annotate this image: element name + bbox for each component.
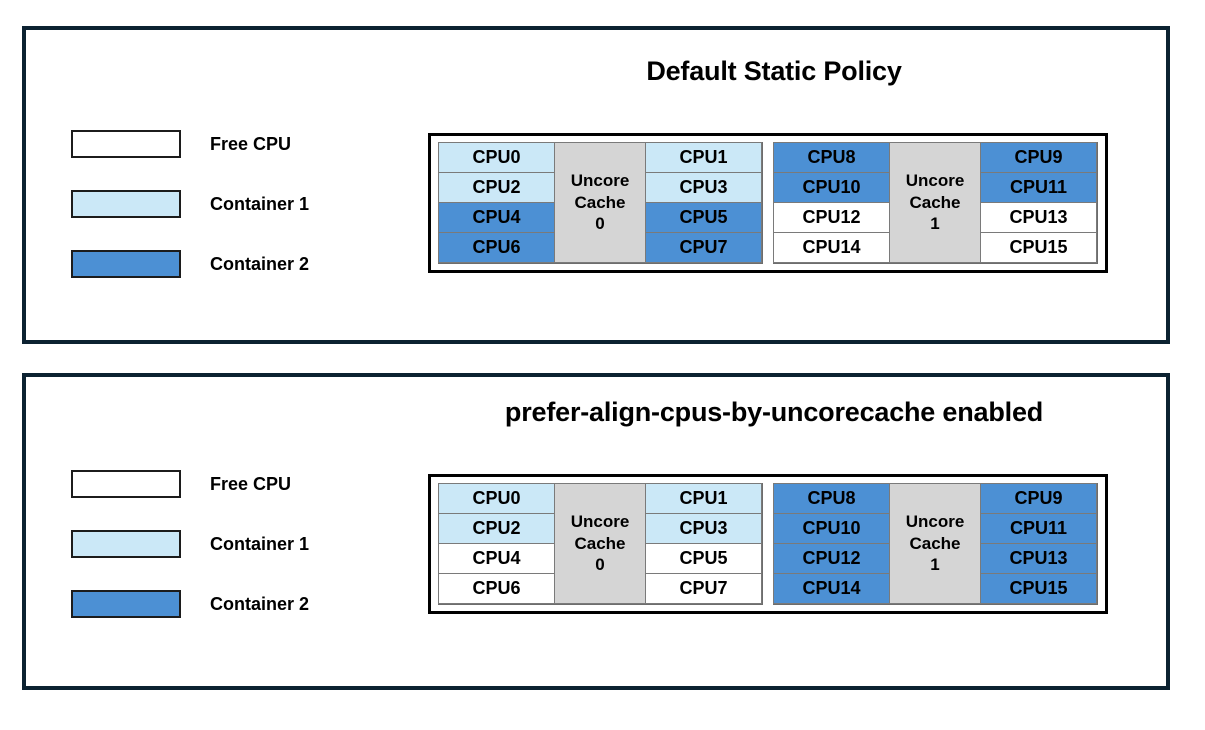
cpu-column-right-0: CPU1 CPU3 CPU5 CPU7: [645, 142, 762, 263]
cpu-cell: CPU12: [773, 543, 890, 574]
legend-item-container-2: Container 2: [71, 590, 391, 618]
cpu-cell: CPU6: [438, 232, 555, 263]
cpu-cell: CPU12: [773, 202, 890, 233]
cpu-cell: CPU1: [645, 142, 762, 173]
cpu-column-right-0: CPU1 CPU3 CPU5 CPU7: [645, 483, 762, 604]
cpu-topology-grid-top: CPU0 CPU2 CPU4 CPU6 Uncore Cache 0 CPU1 …: [428, 133, 1108, 273]
uncore-cache-group-1: CPU8 CPU10 CPU12 CPU14 Uncore Cache 1 CP…: [773, 483, 1098, 605]
cpu-cell: CPU9: [980, 483, 1097, 514]
legend-label-container-1: Container 1: [210, 193, 310, 214]
cpu-cell: CPU2: [438, 172, 555, 203]
cpu-cell: CPU2: [438, 513, 555, 544]
uncore-cache-line-2: Cache: [909, 192, 961, 212]
uncore-cache-index: 1: [930, 555, 940, 575]
cpu-cell: CPU4: [438, 543, 555, 574]
legend-item-container-2: Container 2: [71, 250, 391, 278]
legend-swatch-container-1: [71, 190, 181, 218]
cpu-cell: CPU15: [980, 232, 1097, 263]
cpu-cell: CPU5: [645, 543, 762, 574]
cpu-cell: CPU3: [645, 513, 762, 544]
legend-item-container-1: Container 1: [71, 190, 391, 218]
cpu-cell: CPU13: [980, 543, 1097, 574]
legend-label-free-cpu: Free CPU: [210, 473, 292, 494]
cpu-cell: CPU5: [645, 202, 762, 233]
cpu-cell: CPU7: [645, 573, 762, 604]
cpu-cell: CPU13: [980, 202, 1097, 233]
uncore-cache-line-2: Cache: [909, 533, 961, 553]
cpu-cell: CPU0: [438, 483, 555, 514]
uncore-cache-box-1: Uncore Cache 1: [889, 142, 981, 263]
legend-swatch-container-2: [71, 250, 181, 278]
cpu-cell: CPU4: [438, 202, 555, 233]
cpu-cell: CPU7: [645, 232, 762, 263]
legend-bottom: Free CPU Container 1 Container 2: [71, 470, 391, 650]
cpu-column-right-1: CPU9 CPU11 CPU13 CPU15: [980, 483, 1097, 604]
uncore-cache-box-0: Uncore Cache 0: [554, 483, 646, 604]
uncore-cache-line-1: Uncore: [570, 170, 630, 190]
uncore-cache-index: 1: [930, 214, 940, 234]
legend-swatch-container-1: [71, 530, 181, 558]
cpu-column-left-0: CPU0 CPU2 CPU4 CPU6: [438, 142, 555, 263]
legend-label-container-1: Container 1: [210, 533, 310, 554]
cpu-column-right-1: CPU9 CPU11 CPU13 CPU15: [980, 142, 1097, 263]
cpu-cell: CPU10: [773, 172, 890, 203]
legend-label-container-2: Container 2: [210, 253, 310, 274]
cpu-cell: CPU14: [773, 232, 890, 263]
cpu-cell: CPU10: [773, 513, 890, 544]
legend-swatch-free-cpu: [71, 130, 181, 158]
cpu-cell: CPU8: [773, 483, 890, 514]
uncore-cache-line-2: Cache: [574, 192, 626, 212]
legend-label-free-cpu: Free CPU: [210, 133, 292, 154]
cpu-topology-grid-bottom: CPU0 CPU2 CPU4 CPU6 Uncore Cache 0 CPU1 …: [428, 474, 1108, 614]
cpu-cell: CPU11: [980, 172, 1097, 203]
legend-label-container-2: Container 2: [210, 593, 310, 614]
uncore-cache-line-1: Uncore: [570, 511, 630, 531]
uncore-cache-line-1: Uncore: [905, 170, 965, 190]
legend-top: Free CPU Container 1 Container 2: [71, 130, 391, 310]
cpu-cell: CPU0: [438, 142, 555, 173]
legend-swatch-container-2: [71, 590, 181, 618]
uncore-cache-line-2: Cache: [574, 533, 626, 553]
legend-swatch-free-cpu: [71, 470, 181, 498]
uncore-cache-box-0: Uncore Cache 0: [554, 142, 646, 263]
uncore-cache-group-0: CPU0 CPU2 CPU4 CPU6 Uncore Cache 0 CPU1 …: [438, 483, 763, 605]
cpu-column-left-0: CPU0 CPU2 CPU4 CPU6: [438, 483, 555, 604]
cpu-cell: CPU9: [980, 142, 1097, 173]
cpu-column-left-1: CPU8 CPU10 CPU12 CPU14: [773, 483, 890, 604]
uncore-cache-group-0: CPU0 CPU2 CPU4 CPU6 Uncore Cache 0 CPU1 …: [438, 142, 763, 264]
cpu-cell: CPU15: [980, 573, 1097, 604]
legend-item-free-cpu: Free CPU: [71, 130, 391, 158]
cpu-cell: CPU1: [645, 483, 762, 514]
uncore-cache-index: 0: [595, 555, 605, 575]
cpu-cell: CPU8: [773, 142, 890, 173]
uncore-cache-group-1: CPU8 CPU10 CPU12 CPU14 Uncore Cache 1 CP…: [773, 142, 1098, 264]
page-title-bottom: prefer-align-cpus-by-uncorecache enabled: [504, 397, 1044, 427]
uncore-cache-box-1: Uncore Cache 1: [889, 483, 981, 604]
legend-item-container-1: Container 1: [71, 530, 391, 558]
cpu-column-left-1: CPU8 CPU10 CPU12 CPU14: [773, 142, 890, 263]
uncore-cache-line-1: Uncore: [905, 511, 965, 531]
uncore-cache-index: 0: [595, 214, 605, 234]
cpu-cell: CPU3: [645, 172, 762, 203]
page-title-top: Default Static Policy: [646, 56, 902, 86]
cpu-cell: CPU11: [980, 513, 1097, 544]
cpu-cell: CPU6: [438, 573, 555, 604]
legend-item-free-cpu: Free CPU: [71, 470, 391, 498]
cpu-cell: CPU14: [773, 573, 890, 604]
